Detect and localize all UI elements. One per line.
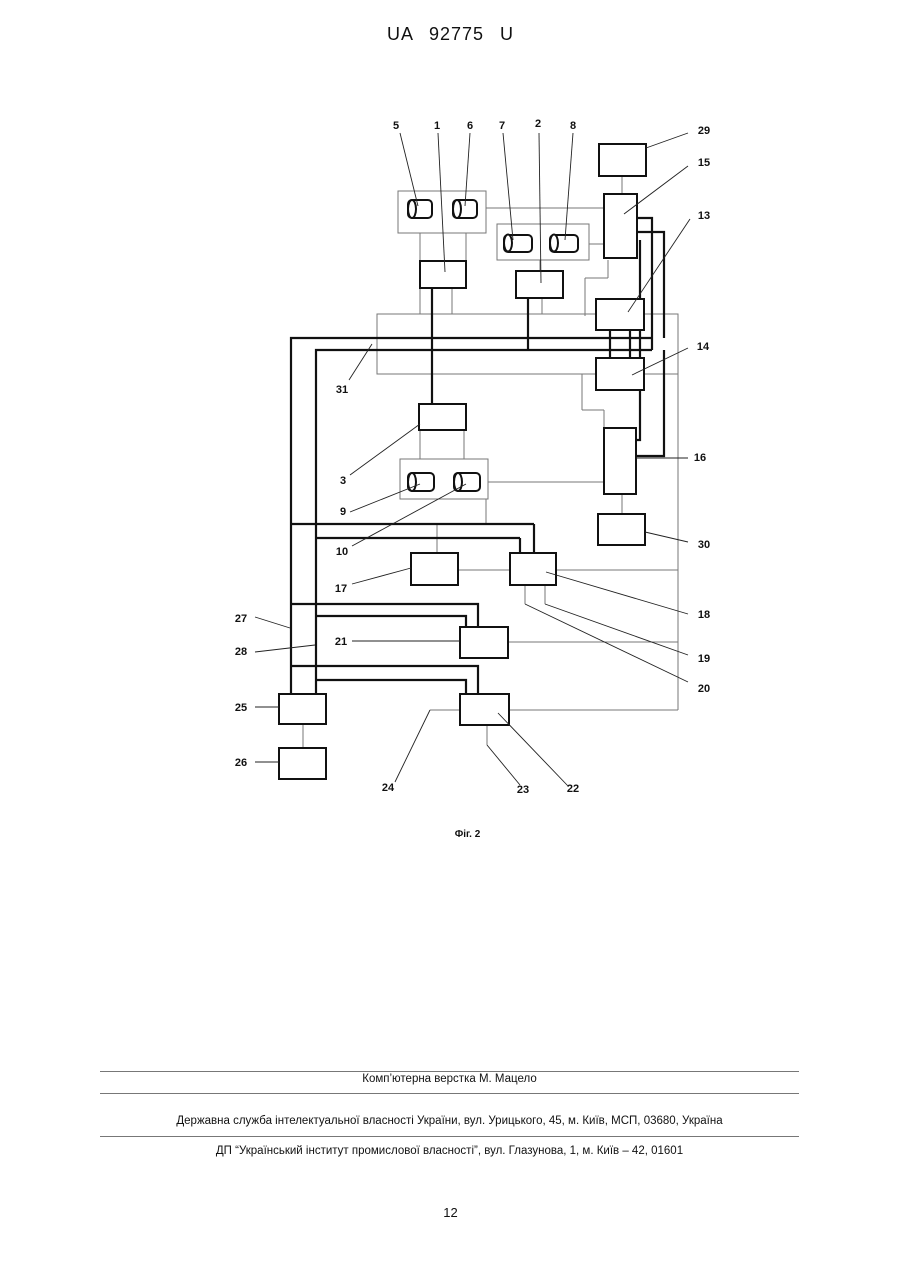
label-5: 5 bbox=[393, 120, 399, 132]
label-7: 7 bbox=[499, 120, 505, 132]
block-1 bbox=[420, 261, 466, 288]
label-10: 10 bbox=[336, 546, 348, 558]
block-29 bbox=[599, 144, 646, 176]
label-14: 14 bbox=[697, 341, 710, 353]
label-1: 1 bbox=[434, 120, 440, 132]
label-24: 24 bbox=[382, 782, 395, 794]
label-8: 8 bbox=[570, 120, 576, 132]
drive-5 bbox=[408, 200, 432, 218]
label-13: 13 bbox=[698, 210, 710, 222]
drive-9 bbox=[408, 473, 434, 491]
label-16: 16 bbox=[694, 452, 706, 464]
label-27: 27 bbox=[235, 613, 247, 625]
label-22: 22 bbox=[567, 783, 579, 795]
footer-rule-mid bbox=[100, 1093, 799, 1094]
label-23: 23 bbox=[517, 784, 529, 796]
block-14 bbox=[596, 358, 644, 390]
label-6: 6 bbox=[467, 120, 473, 132]
block-3 bbox=[419, 404, 466, 430]
label-21: 21 bbox=[335, 636, 347, 648]
block-2 bbox=[516, 271, 563, 298]
drive-8 bbox=[550, 235, 578, 253]
block-25 bbox=[279, 694, 326, 724]
drive-7 bbox=[504, 235, 532, 253]
institute-address: ДП “Український інститут промислової вла… bbox=[100, 1145, 799, 1157]
figure-caption: Фіг. 2 bbox=[0, 829, 901, 840]
label-29: 29 bbox=[698, 125, 710, 137]
block-16 bbox=[604, 428, 636, 494]
drives bbox=[408, 200, 578, 491]
label-20: 20 bbox=[698, 683, 710, 695]
block-26 bbox=[279, 748, 326, 779]
blocks bbox=[279, 144, 646, 779]
block-17 bbox=[411, 553, 458, 585]
footer-rule-top bbox=[100, 1071, 799, 1072]
label-18: 18 bbox=[698, 609, 710, 621]
label-9: 9 bbox=[340, 506, 346, 518]
block-18 bbox=[510, 553, 556, 585]
label-31: 31 bbox=[336, 384, 348, 396]
block-13 bbox=[596, 299, 644, 330]
label-15: 15 bbox=[698, 157, 710, 169]
block-diagram: 5 1 6 7 2 8 29 15 13 14 31 16 3 9 30 10 … bbox=[0, 0, 901, 900]
label-28: 28 bbox=[235, 646, 247, 658]
label-26: 26 bbox=[235, 757, 247, 769]
label-19: 19 bbox=[698, 653, 710, 665]
block-22 bbox=[460, 694, 509, 725]
label-25: 25 bbox=[235, 702, 247, 714]
label-2: 2 bbox=[535, 118, 541, 130]
label-3: 3 bbox=[340, 475, 346, 487]
office-address: Державна служба інтелектуальної власност… bbox=[100, 1115, 799, 1127]
footer-rule-bottom bbox=[100, 1136, 799, 1137]
layout-credit: Комп’ютерна верстка М. Мацело bbox=[100, 1073, 799, 1085]
block-15 bbox=[604, 194, 637, 258]
label-30: 30 bbox=[698, 539, 710, 551]
label-17: 17 bbox=[335, 583, 347, 595]
block-21 bbox=[460, 627, 508, 658]
block-30 bbox=[598, 514, 645, 545]
page-number: 12 bbox=[0, 1205, 901, 1220]
